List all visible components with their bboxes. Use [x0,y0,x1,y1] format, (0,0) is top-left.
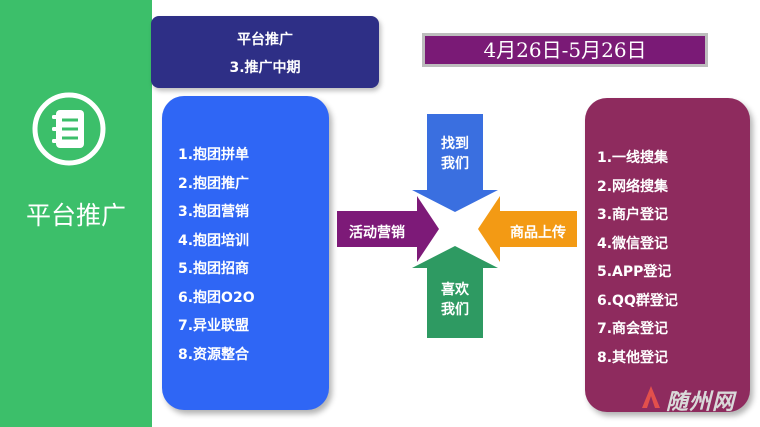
list-item: 3.抱团营销 [178,204,250,220]
list-item: 5.抱团招商 [178,261,250,277]
find-us-label: 找到 我们 [441,136,469,172]
watermark-text: 随州网 [666,390,736,415]
list-item: 1.抱团拼单 [178,147,250,163]
sidebar-title: 平台推广 [25,201,126,230]
watermark: 随州网 [632,380,752,416]
header-subtitle: 3.推广中期 [229,60,301,76]
list-item: 7.异业联盟 [178,318,250,334]
list-item: 6.QQ群登记 [597,292,678,309]
list-item: 3.商户登记 [597,207,669,223]
section-header: 平台推广 3.推广中期 [151,16,379,88]
date-range-banner: 4月26日-5月26日 [422,33,708,67]
header-title: 平台推广 [237,32,293,48]
list-item: 4.微信登记 [597,235,669,252]
collection-methods-list: 1.一线搜集 2.网络搜集 3.商户登记 4.微信登记 5.APP登记 6.QQ… [597,149,678,377]
like-us-label: 喜欢 我们 [441,282,469,318]
list-item: 2.网络搜集 [597,178,669,195]
list-item: 2.抱团推广 [178,175,250,192]
arrow-up-shape [412,246,498,338]
notebook-icon [32,92,106,166]
arrow-right-shape [337,196,439,262]
sidebar: 平台推广 [0,0,152,427]
list-item: 6.抱团O2O [178,289,255,306]
arrow-diagram: 找到 我们 喜欢 我们 活动营销 商品上传 [335,112,580,347]
promotion-methods-panel: 1.抱团拼单 2.抱团推广 3.抱团营销 4.抱团培训 5.抱团招商 6.抱团O… [162,96,329,410]
list-item: 1.一线搜集 [597,150,669,166]
promotion-methods-list: 1.抱团拼单 2.抱团推广 3.抱团营销 4.抱团培训 5.抱团招商 6.抱团O… [178,146,255,374]
watermark-logo-icon [642,386,660,408]
product-upload-label: 商品上传 [510,225,566,241]
list-item: 8.资源整合 [178,346,250,363]
list-item: 7.商会登记 [597,321,669,337]
arrow-left-shape [478,196,577,262]
list-item: 5.APP登记 [597,264,672,280]
event-marketing-label: 活动营销 [349,225,405,241]
arrow-down-shape [412,114,498,212]
list-item: 8.其他登记 [597,349,669,366]
collection-methods-panel: 1.一线搜集 2.网络搜集 3.商户登记 4.微信登记 5.APP登记 6.QQ… [585,98,750,412]
arrows-graphic [337,114,577,338]
list-item: 4.抱团培训 [178,232,250,249]
